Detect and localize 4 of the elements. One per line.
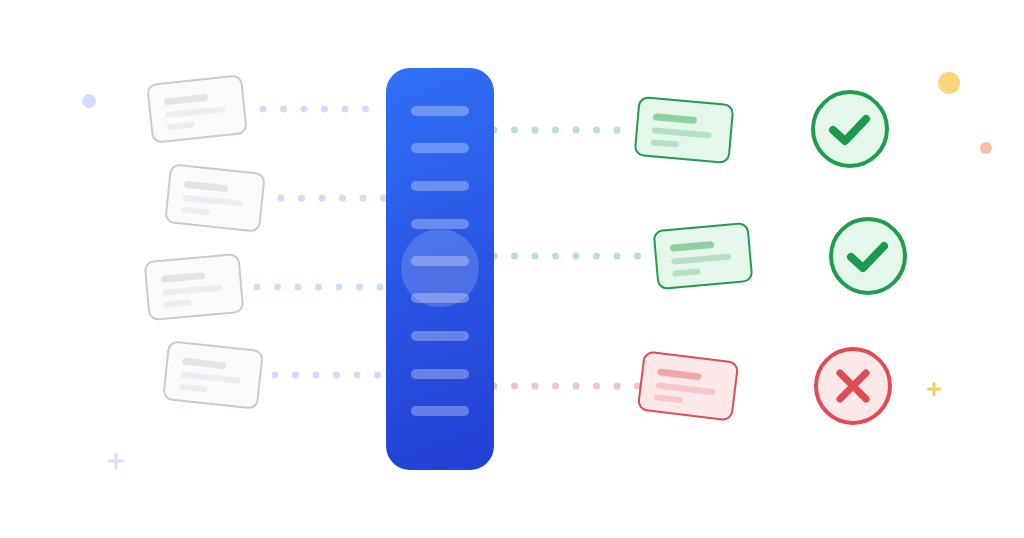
cross-circle-icon [814, 347, 892, 425]
check-circle-icon [829, 217, 907, 295]
check-circle-icon [811, 90, 889, 168]
scanner-bar [386, 68, 494, 470]
